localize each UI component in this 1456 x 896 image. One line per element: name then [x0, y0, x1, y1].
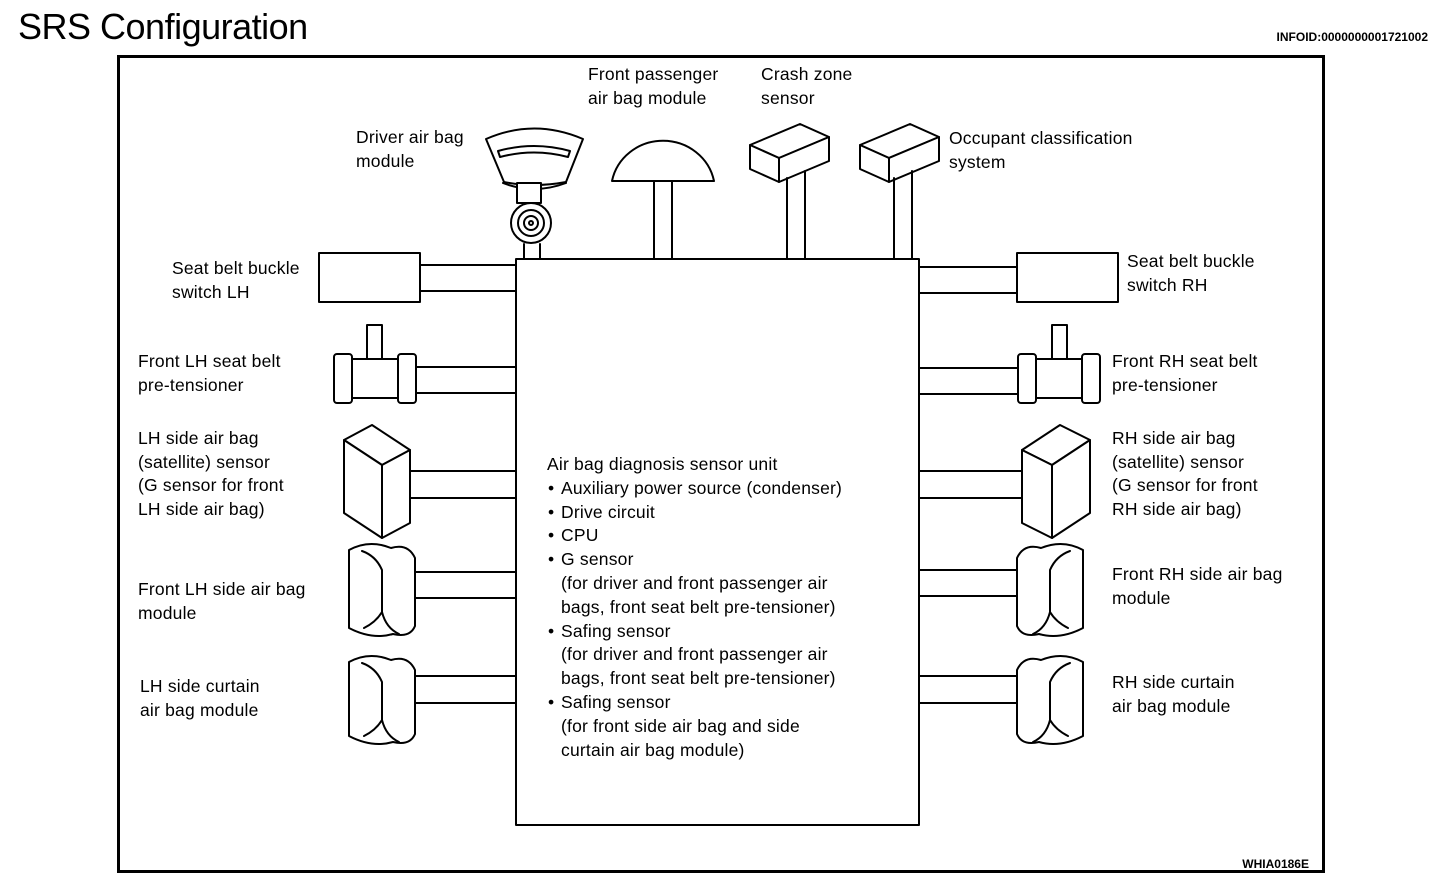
label-buckle-switch-rh: Seat belt buckle switch RH [1127, 251, 1255, 295]
curtain-rh-icon [918, 655, 1084, 745]
figure-code: WHIA0186E [1242, 857, 1309, 871]
label-driver-airbag: Driver air bag module [356, 127, 464, 171]
label-crash-zone-sensor: Crash zone sensor [761, 64, 853, 108]
unit-feature-item: CPU [547, 524, 842, 548]
label-side-airbag-rh: Front RH side air bag module [1112, 564, 1283, 608]
label-side-airbag-lh: Front LH side air bag module [138, 579, 306, 623]
unit-feature-list: Auxiliary power source (condenser) Drive… [547, 477, 842, 763]
unit-feature-item: Safing sensor (for driver and front pass… [547, 620, 842, 691]
side-sensor-lh-icon [343, 424, 517, 539]
pretensioner-lh-icon [333, 324, 517, 404]
label-occupant-classification: Occupant classification system [949, 128, 1133, 172]
driver-airbag-module-icon [485, 127, 584, 260]
pretensioner-rh-icon [918, 324, 1101, 404]
side-airbag-lh-icon [348, 543, 517, 637]
side-sensor-rh-icon [918, 424, 1091, 539]
unit-feature-item: G sensor (for driver and front passenger… [547, 548, 842, 619]
unit-feature-item: Auxiliary power source (condenser) [547, 477, 842, 501]
passenger-airbag-module-icon [611, 139, 715, 260]
unit-feature-item: Safing sensor (for front side air bag an… [547, 691, 842, 762]
unit-title: Air bag diagnosis sensor unit [547, 454, 778, 474]
curtain-lh-icon [348, 655, 517, 745]
diagnosis-sensor-unit-text: Air bag diagnosis sensor unit Auxiliary … [547, 453, 842, 762]
buckle-switch-rh-icon [918, 252, 1119, 303]
unit-feature-item: Drive circuit [547, 501, 842, 525]
label-side-sensor-rh: RH side air bag (satellite) sensor (G se… [1112, 428, 1258, 519]
label-side-sensor-lh: LH side air bag (satellite) sensor (G se… [138, 428, 284, 519]
label-curtain-lh: LH side curtain air bag module [140, 676, 260, 720]
label-curtain-rh: RH side curtain air bag module [1112, 672, 1235, 716]
occupant-classification-icon [859, 123, 940, 260]
crash-zone-sensor-icon [749, 123, 830, 260]
info-id: INFOID:0000000001721002 [1276, 30, 1428, 44]
page-title: SRS Configuration [18, 6, 308, 47]
label-pretensioner-lh: Front LH seat belt pre-tensioner [138, 351, 281, 395]
buckle-switch-lh-icon [318, 252, 517, 303]
label-buckle-switch-lh: Seat belt buckle switch LH [172, 258, 300, 302]
diagram-frame [117, 55, 1325, 873]
side-airbag-rh-icon [918, 543, 1084, 637]
label-passenger-airbag: Front passenger air bag module [588, 64, 719, 108]
label-pretensioner-rh: Front RH seat belt pre-tensioner [1112, 351, 1258, 395]
